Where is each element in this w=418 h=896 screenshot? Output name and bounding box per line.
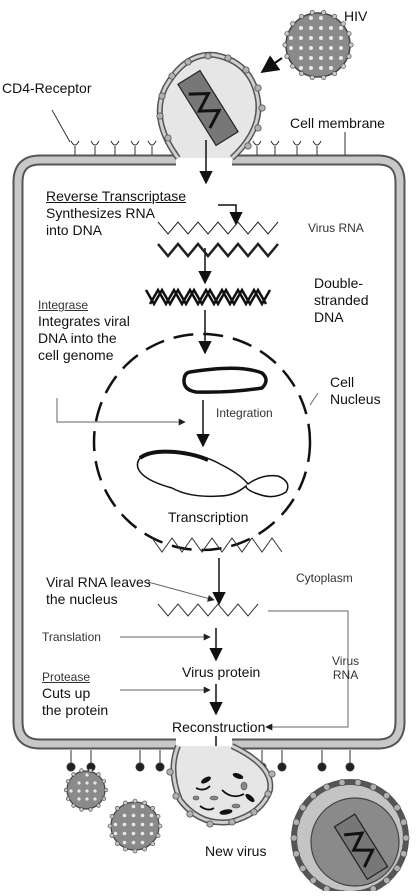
reverse-transcriptase-desc: Synthesizes RNA into DNA [46,205,155,238]
integrase-title: Integrase [38,298,89,312]
side-connectors [56,392,349,731]
cell-nucleus [92,332,312,552]
double-stranded-dna-label: Double- stranded DNA [314,275,369,325]
budding-virus [166,743,276,828]
protease-desc: Cuts up the protein [42,685,109,718]
nuclear-dna-loop [182,366,268,394]
hiv-arrow [260,55,283,74]
virus-rna-label: Virus RNA [308,221,364,235]
virus-rna-strands [157,221,279,258]
integrase-desc: Integrates viral DNA into the cell genom… [38,313,130,363]
transcription-label: Transcription [168,509,249,525]
protease-title: Protease [42,670,91,684]
viral-rna-leaves-label: Viral RNA leaves the nucleus [46,574,151,607]
reverse-transcriptase-title: Reverse Transcriptase [46,188,187,204]
cd4-receptors [70,140,157,155]
translation-label: Translation [42,630,101,644]
cytoplasm-rna [157,603,259,617]
virus-protein-label: Virus protein [182,664,261,680]
hiv-particle [282,10,354,81]
mature-virus [290,779,410,896]
cd4-pointer [51,109,71,143]
cell-nucleus-label: Cell Nucleus [330,374,381,407]
transcribed-rna [151,537,283,553]
released-virus-small-1 [63,768,109,812]
double-stranded-dna [144,287,272,307]
hiv-label: HIV [344,8,368,24]
released-virus-small-2 [107,798,163,854]
reconstruction-label: Reconstruction [172,719,266,735]
cytoplasm-label: Cytoplasm [296,571,353,585]
integration-label: Integration [216,406,273,420]
entering-virus [156,51,266,161]
new-virus-label: New virus [205,843,267,859]
cd4-receptor-label: CD4-Receptor [2,80,92,96]
cd4-receptors-right [252,132,346,155]
cell-membrane [12,154,406,750]
cell-membrane-label: Cell membrane [290,115,385,131]
virus-rna-2-label: Virus RNA [332,654,360,683]
integrated-genome [136,450,289,498]
